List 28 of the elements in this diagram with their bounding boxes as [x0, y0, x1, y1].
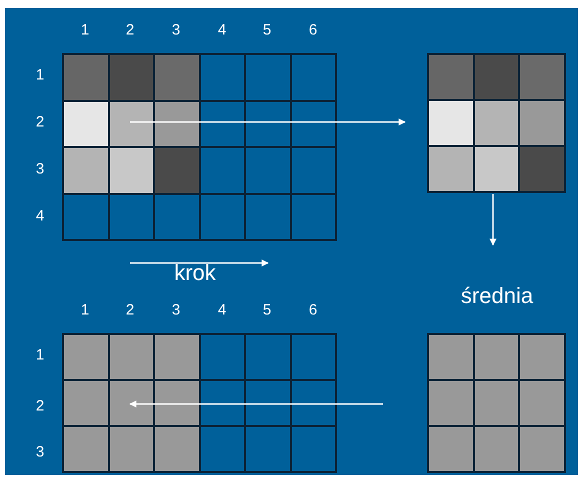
column-number: 6 — [308, 302, 318, 318]
column-number: 3 — [172, 22, 180, 38]
column-number: 1 — [80, 302, 90, 318]
grid — [62, 333, 337, 473]
column-number: 4 — [218, 302, 226, 318]
row-number: 1 — [36, 66, 44, 84]
column-number: 2 — [126, 22, 134, 38]
edge-label: średnia — [460, 283, 534, 309]
row-number: 3 — [36, 444, 44, 460]
grid — [427, 333, 566, 473]
grid — [427, 53, 566, 193]
arrow — [490, 194, 496, 246]
column-number: 6 — [308, 22, 318, 38]
arrow — [129, 400, 383, 408]
row-number: 4 — [36, 208, 44, 224]
step-label: krok — [174, 260, 216, 286]
column-number: 4 — [218, 22, 226, 38]
column-number: 1 — [80, 22, 90, 38]
arrow — [130, 118, 406, 126]
column-number: 5 — [262, 302, 272, 318]
row-number: 3 — [36, 160, 44, 178]
column-number: 2 — [126, 302, 134, 318]
row-number: 2 — [36, 114, 44, 130]
row-number: 2 — [36, 398, 44, 414]
column-number: 5 — [262, 22, 272, 38]
grid — [62, 53, 337, 241]
column-number: 3 — [172, 302, 180, 318]
row-number: 1 — [36, 346, 44, 364]
